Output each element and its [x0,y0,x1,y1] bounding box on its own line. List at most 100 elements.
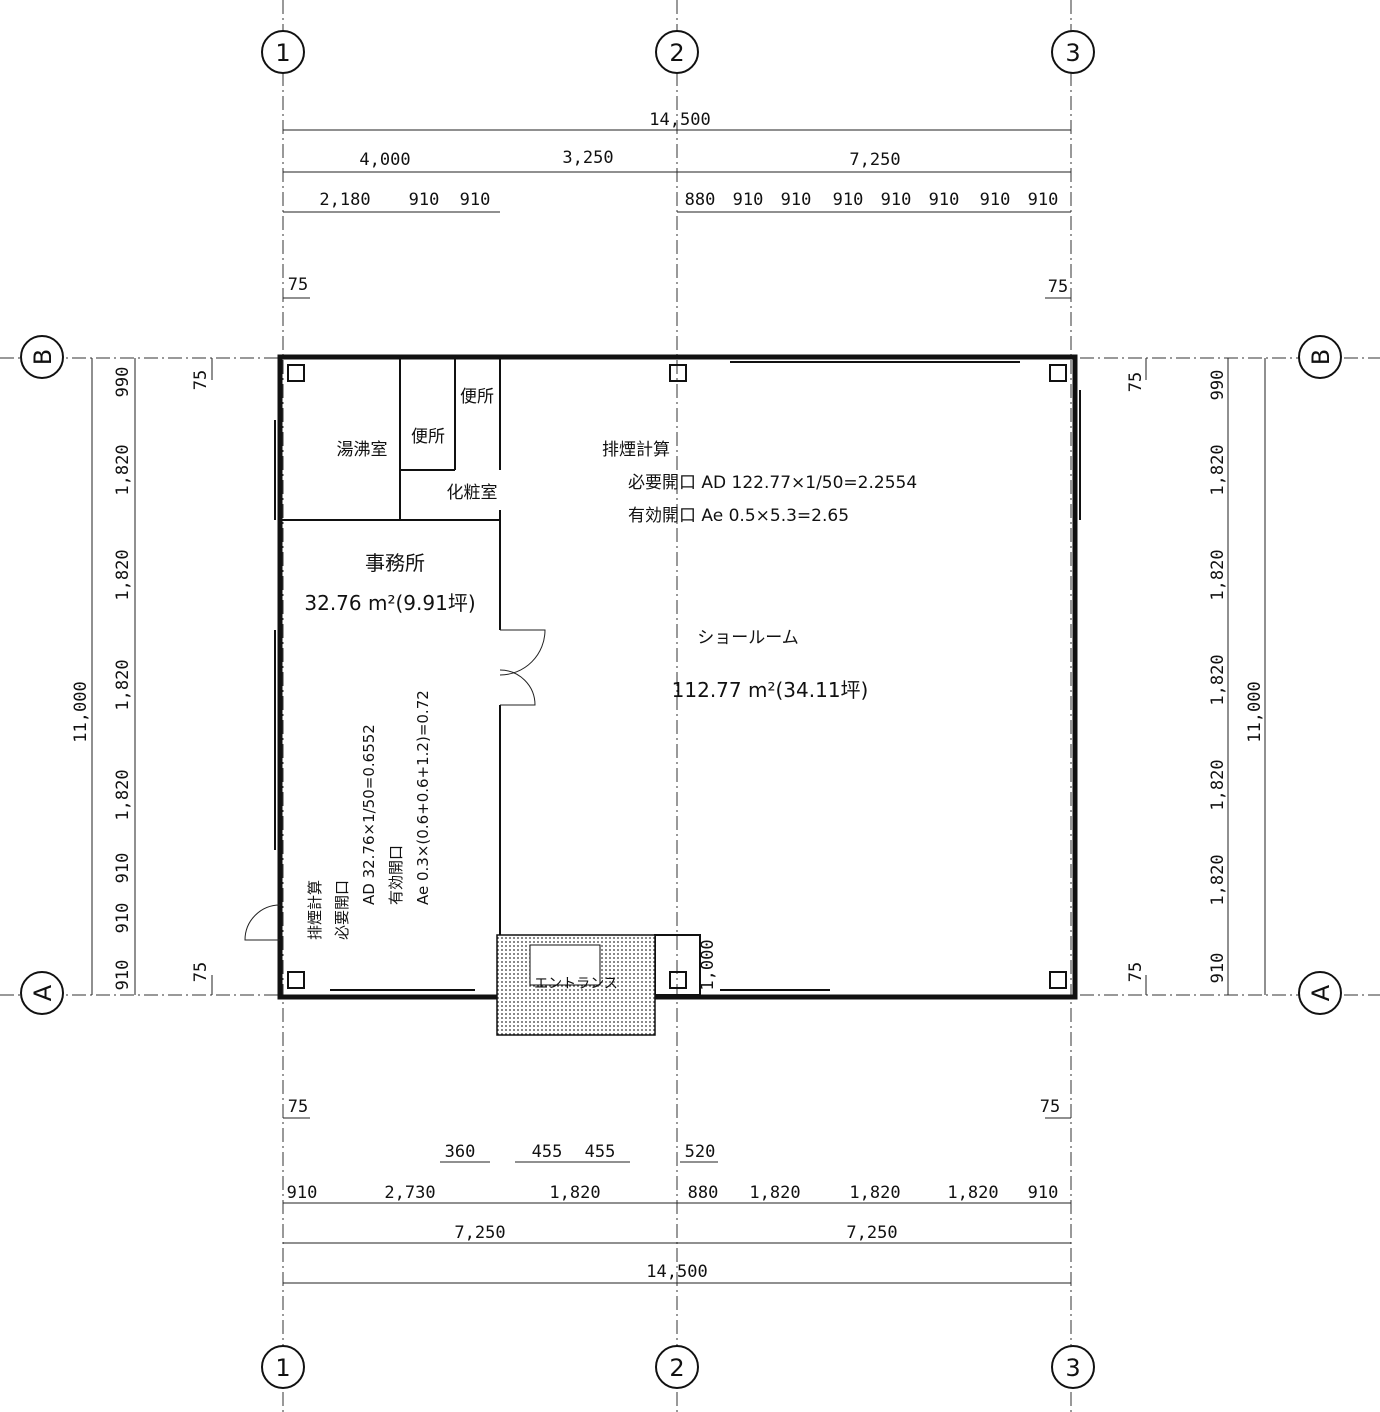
dimension-label: 1,820 [749,1183,800,1203]
dimension-label: 910 [287,1183,318,1203]
dimension-label: 75 [1048,277,1068,297]
dimension-label: 1,820 [113,549,133,600]
dimension-label: 排煙計算 [602,440,670,460]
room-office: 事務所 [365,551,425,575]
dimension-label: 910 [409,190,440,210]
dimension-label: 2,730 [384,1183,435,1203]
dimension-label: 1,820 [113,769,133,820]
room-kitchenette: 湯沸室 [337,440,388,460]
room-toilet-1: 便所 [460,387,494,407]
dimension-label: 有効開口 [387,845,405,905]
office-area: 32.76 m²(9.91坪) [304,591,475,615]
grid-bubble-b-right: B [1298,335,1342,379]
dimension-label: 75 [1126,372,1146,392]
dimension-label: 910 [1208,953,1228,984]
dimension-label: 2,180 [319,190,370,210]
dimension-label: Ae 0.3×(0.6+0.6+1.2)=0.72 [414,690,432,905]
dimension-label: 必要開口 [333,880,351,940]
dimension-label: 必要開口 AD 122.77×1/50=2.2554 [628,473,917,493]
dimension-label: 1,820 [549,1183,600,1203]
dimension-label: 75 [288,1097,308,1117]
dimension-label: 1,820 [113,444,133,495]
grid-bubble-a-left: A [20,971,64,1015]
dimension-label: 910 [1028,190,1059,210]
dimension-label: 排煙計算 [306,880,324,940]
dimension-label: 1,820 [113,659,133,710]
dimension-label: 910 [460,190,491,210]
dimension-label: 75 [288,275,308,295]
dimension-label: 910 [113,853,133,884]
grid-bubble-a-right: A [1298,971,1342,1015]
entrance-dimension: 1,000 [698,939,718,990]
dimension-label: 1,820 [849,1183,900,1203]
dimension-label: 75 [1126,962,1146,982]
dimension-label: 910 [980,190,1011,210]
doors [244,629,546,941]
top-dimensions: 14,500 4,000 3,250 7,250 2,180 910 910 8… [283,110,1071,299]
dimension-label: 910 [1028,1183,1059,1203]
grid-bubble-2-top: 2 [655,30,699,74]
showroom-smoke-calc: 排煙計算 必要開口 AD 122.77×1/50=2.2554 有効開口 Ae … [602,440,917,526]
dimension-label: 2 [669,1354,684,1382]
dimension-label: 3 [1065,1354,1080,1382]
dimension-label: B [1307,349,1335,365]
showroom-area: 112.77 m²(34.11坪) [672,678,869,702]
dimension-label: 910 [733,190,764,210]
entrance-mat [529,944,601,986]
dimension-label: 1,820 [1208,759,1228,810]
grid-bubble-3-bottom: 3 [1051,1345,1095,1389]
room-showroom: ショールーム [697,628,799,648]
dimension-label: 75 [191,370,211,390]
dimension-label: 有効開口 Ae 0.5×5.3=2.65 [628,506,849,526]
dimension-label: 2 [669,39,684,67]
dimension-label: 880 [685,190,716,210]
bottom-dimensions: 75 75 360 455 455 520 910 2,730 1,820 88… [283,1097,1071,1284]
dimension-label: 1,820 [1208,654,1228,705]
dimension-label: 910 [833,190,864,210]
dimension-label: 11,000 [1245,681,1265,742]
right-dimensions: 990 1,820 1,820 1,820 1,820 1,820 910 11… [1126,358,1266,995]
left-dimensions: 990 1,820 1,820 1,820 1,820 910 910 910 … [71,358,213,995]
dimension-label: 14,500 [646,1262,707,1282]
dimension-label: 880 [688,1183,719,1203]
windows [274,361,1081,991]
dimension-label: 14,500 [649,110,710,130]
dimension-label: 7,250 [849,150,900,170]
dimension-label: A [1307,984,1335,1001]
dimension-label: 75 [191,962,211,982]
grid-bubble-1-top: 1 [261,30,305,74]
dimension-label: 11,000 [71,681,91,742]
dimension-label: 75 [1040,1097,1060,1117]
dimension-label: 455 [532,1142,563,1162]
dimension-label: 1,820 [947,1183,998,1203]
grid-bubble-2-bottom: 2 [655,1345,699,1389]
dimension-label: AD 32.76×1/50=0.6552 [360,724,378,905]
room-powder: 化粧室 [447,483,498,503]
dimension-label: 1,820 [1208,854,1228,905]
dimension-label: 7,250 [846,1223,897,1243]
dimension-label: 990 [1208,370,1228,401]
dimension-label: 360 [445,1142,476,1162]
dimension-label: 1 [275,39,290,67]
walls [277,354,1078,1000]
grid-bubble-3-top: 3 [1051,30,1095,74]
room-labels: 湯沸室 便所 便所 化粧室 事務所 32.76 m²(9.91坪) ショールーム… [304,387,868,992]
dimension-label: A [29,984,57,1001]
dimension-label: 910 [113,903,133,934]
grid-bubble-b-left: B [20,335,64,379]
dimension-label: 910 [113,960,133,991]
office-smoke-calc: 排煙計算 必要開口 AD 32.76×1/50=0.6552 有効開口 Ae 0… [306,690,432,940]
room-toilet-2: 便所 [411,427,445,447]
dimension-label: 990 [113,367,133,398]
dimension-label: 1,820 [1208,549,1228,600]
dimension-label: 3 [1065,39,1080,67]
dimension-label: 910 [781,190,812,210]
dimension-label: 1 [275,1354,290,1382]
room-entrance: エントランス [534,976,618,992]
dimension-label: 910 [929,190,960,210]
dimension-label: 1,820 [1208,444,1228,495]
dimension-label: 910 [881,190,912,210]
dimension-label: 7,250 [454,1223,505,1243]
dimension-label: B [29,349,57,365]
